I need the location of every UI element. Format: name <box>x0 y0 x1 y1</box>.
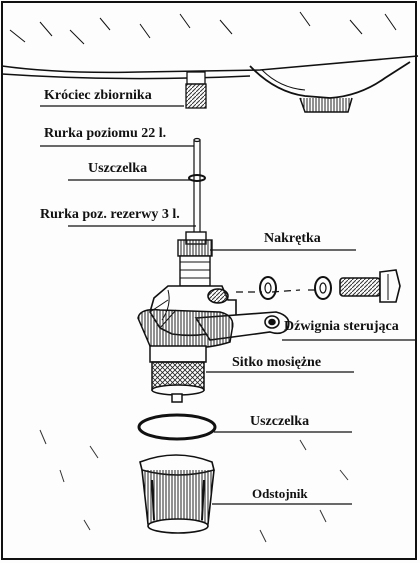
side-washer-1 <box>259 276 277 300</box>
label-tank-nipple: Króciec zbiornika <box>44 88 152 103</box>
label-reserve-tube: Rurka poz. rezerwy 3 l. <box>40 207 180 222</box>
label-sediment-bowl: Odstojnik <box>252 486 308 501</box>
label-nut: Nakrętka <box>264 231 321 246</box>
side-washer-2 <box>314 276 332 300</box>
leader-lines <box>40 105 416 505</box>
banjo-bolt <box>339 269 401 303</box>
side-parts-axis <box>236 289 320 293</box>
nut-and-reserve-tube <box>177 231 213 287</box>
tank-bottom <box>1 11 419 113</box>
level-tube <box>188 137 206 241</box>
sediment-bowl-drawing <box>139 454 215 534</box>
label-level-tube: Rurka poziomu 22 l. <box>44 126 167 141</box>
label-gasket-bottom: Uszczelka <box>250 414 310 429</box>
label-brass-strainer: Sitko mosiężne <box>232 355 322 370</box>
label-gasket-top: Uszczelka <box>88 161 148 176</box>
bottom-gasket-ring <box>137 413 217 441</box>
label-control-lever: Dźwignia sterująca <box>284 319 399 334</box>
background-scratches <box>39 429 349 543</box>
tank-nipple <box>185 71 207 109</box>
brass-strainer-drawing <box>137 308 234 403</box>
